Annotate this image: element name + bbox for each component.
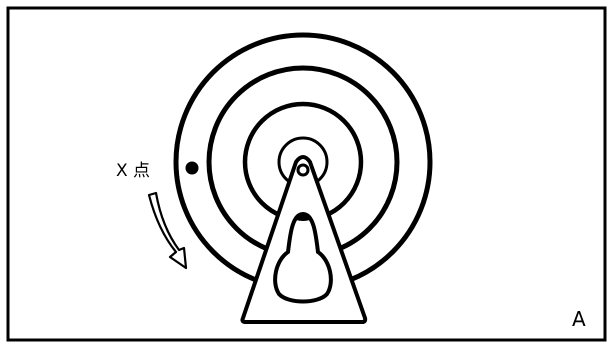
stand xyxy=(240,155,368,324)
curved-arrow-down-icon xyxy=(147,191,188,270)
x-point-marker xyxy=(185,161,199,175)
stand-cutout xyxy=(273,211,333,304)
panel-label: A xyxy=(572,307,586,331)
rotation-arrow xyxy=(147,191,188,270)
axle xyxy=(296,163,310,177)
x-point-label: X 点 xyxy=(116,161,150,181)
cutout-top-hole xyxy=(294,215,312,221)
